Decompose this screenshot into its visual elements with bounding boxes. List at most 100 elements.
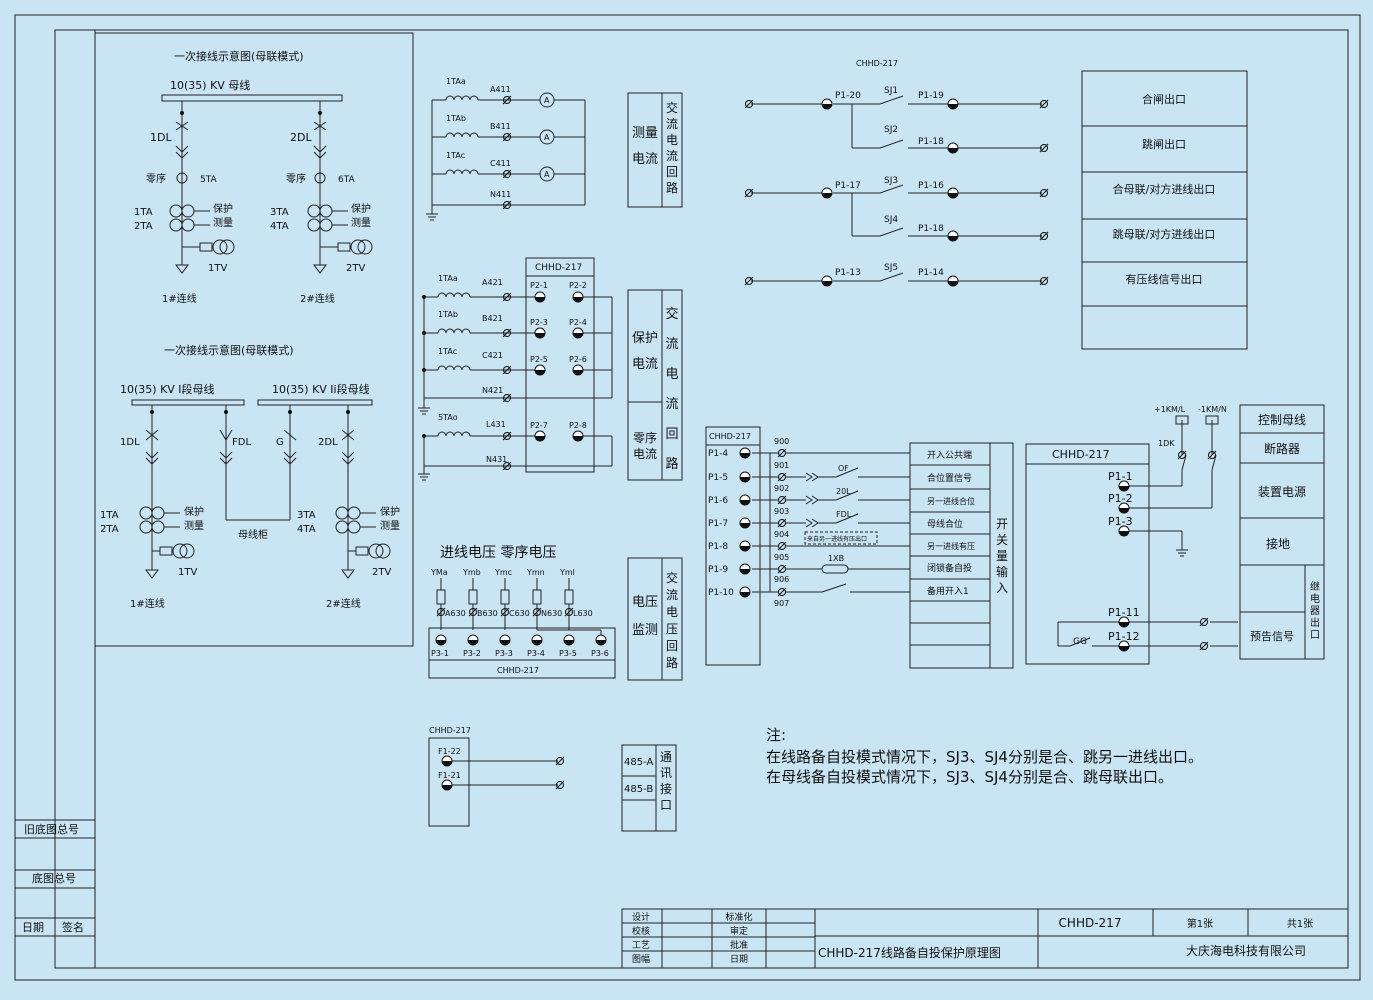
vt-term-1 <box>467 634 479 646</box>
terminal-p2-4: P2-4 <box>569 318 587 327</box>
vt-wire-b630: B630 <box>477 609 498 618</box>
prot-wire-term-0 <box>502 292 512 302</box>
tb-date: 日期 <box>730 954 748 965</box>
prot-junction-3 <box>422 434 426 438</box>
prot-device-label: CHHD-217 <box>535 263 582 273</box>
meas-wire-a411: A411 <box>490 85 511 94</box>
relay-sj5: SJ5 <box>884 263 898 273</box>
terminal-p1-19: P1-19 <box>918 91 944 101</box>
comm-end-1 <box>555 780 565 790</box>
digital-input-label: 开关量输入 <box>996 517 1008 595</box>
prot-term-0 <box>534 291 546 303</box>
vt-wire-term-4 <box>564 607 574 617</box>
wire-901: 901 <box>774 461 789 470</box>
out-label-trip-tie: 跳母联/对方进线出口 <box>1113 227 1216 241</box>
meas-wire-term-0 <box>502 95 512 105</box>
pwr-term-0 <box>1118 480 1130 492</box>
pwr-end-1 <box>1199 641 1209 651</box>
prot-wire-term-1 <box>502 328 512 338</box>
wire-900: 900 <box>774 437 789 446</box>
pwr-term-3 <box>1118 616 1130 628</box>
tb-design: 设计 <box>632 911 650 923</box>
tb-approve: 批准 <box>730 939 748 951</box>
relay-sj2: SJ2 <box>884 125 898 135</box>
prot-wire-a421: A421 <box>482 278 503 287</box>
protect-label-b2: 保护 <box>380 505 400 518</box>
terminal-p1-12: P1-12 <box>1108 630 1140 643</box>
prot-wire-c421: C421 <box>482 351 503 360</box>
bus-label-a: 10(35) KV 母线 <box>170 78 250 92</box>
contact-20l: 20L <box>836 487 851 496</box>
output-end-2 <box>1039 143 1049 153</box>
breaker-fdl-b: FDL <box>232 437 251 448</box>
tb-size: 图幅 <box>632 953 650 965</box>
protect-label-a1: 保护 <box>213 202 233 215</box>
vt-term-0 <box>435 634 447 646</box>
di-term-2 <box>739 494 751 506</box>
di-label-common: 开入公共端 <box>927 449 972 461</box>
terminal-p1-18b: P1-18 <box>918 224 944 234</box>
terminal-markers <box>150 95 1217 791</box>
terminal-f1-21: F1-21 <box>438 771 461 780</box>
tb-check: 校核 <box>632 925 650 937</box>
zero-current-box-label: 零序电流 <box>633 430 657 461</box>
terminal-p1-14: P1-14 <box>918 268 944 278</box>
terminal-p1-7: P1-7 <box>708 519 728 529</box>
label-ground: 接地 <box>1266 536 1290 551</box>
contact-fdl: FDL <box>836 510 852 519</box>
meas-wire-term-2 <box>502 169 512 179</box>
comm-term-1 <box>441 779 453 791</box>
meas-wire-term-1 <box>502 132 512 142</box>
ct-6ta-label: 6TA <box>338 175 356 185</box>
di-term-3 <box>739 517 751 529</box>
di-label-bus-closed: 母线合位 <box>927 518 963 530</box>
line-2-label-a: 2#连线 <box>300 292 335 305</box>
prot-wire-n431: N431 <box>486 455 507 464</box>
comm-end-0 <box>555 756 565 766</box>
ct-3ta-label-b: 3TA <box>297 510 316 521</box>
di-wire-term-1 <box>777 472 787 482</box>
terminal-p2-3: P2-3 <box>530 318 548 327</box>
terminal-p1-2: P1-2 <box>1108 492 1133 505</box>
vt-term-5 <box>595 634 607 646</box>
output-end-4 <box>1039 188 1049 198</box>
prot-ta-b: 1TAb <box>438 310 458 319</box>
terminal-p2-6: P2-6 <box>569 355 587 364</box>
di-term-6 <box>739 586 751 598</box>
fuse-yma: YMa <box>430 568 448 577</box>
protect-label-a2: 保护 <box>351 202 371 215</box>
vt-wire-term-3 <box>532 607 542 617</box>
terminal-p1-18a: P1-18 <box>918 137 944 147</box>
tb-model: CHHD-217 <box>1059 916 1122 930</box>
output-terminal-5 <box>947 230 959 242</box>
bus-tap-a-1 <box>318 111 322 115</box>
output-terminal-1 <box>947 98 959 110</box>
di-term-5 <box>739 563 751 575</box>
vt-1tv-label-b: 1TV <box>178 567 197 578</box>
comm-term-0 <box>441 755 453 767</box>
bus-cabinet-label: 母线柜 <box>238 528 268 541</box>
meas-wire-n411: N411 <box>490 190 511 199</box>
wire-906: 906 <box>774 575 789 584</box>
note-line-2: 在母线备自投模式情况下，SJ3、SJ4分别是合、跳母联出口。 <box>766 768 1173 786</box>
prot-term-5 <box>572 364 584 376</box>
tb-total-sheets: 共1张 <box>1287 918 1313 930</box>
prot-wire-n421: N421 <box>482 386 503 395</box>
switch-g-b: G <box>276 437 284 448</box>
vt-term-2 <box>499 634 511 646</box>
terminal-p3-1: P3-1 <box>431 649 449 658</box>
fuse-ymn: Ymn <box>526 568 545 577</box>
prot-ta-c: 1TAc <box>438 347 457 356</box>
terminal-p1-6: P1-6 <box>708 496 728 506</box>
ct-3ta-label-a: 3TA <box>270 207 289 218</box>
bus-tap-b-0 <box>150 410 154 414</box>
line-1-label-b: 1#连线 <box>130 597 165 610</box>
input-device-label: CHHD-217 <box>709 432 751 441</box>
vt-wire-c630: C630 <box>509 609 530 618</box>
comm-device-label: CHHD-217 <box>429 726 471 735</box>
meas-ta-a: 1TAa <box>446 77 466 86</box>
fuse-ymb: Ymb <box>462 568 481 577</box>
ct-4ta-label-a: 4TA <box>270 221 289 232</box>
vt-wire-term-1 <box>468 607 478 617</box>
